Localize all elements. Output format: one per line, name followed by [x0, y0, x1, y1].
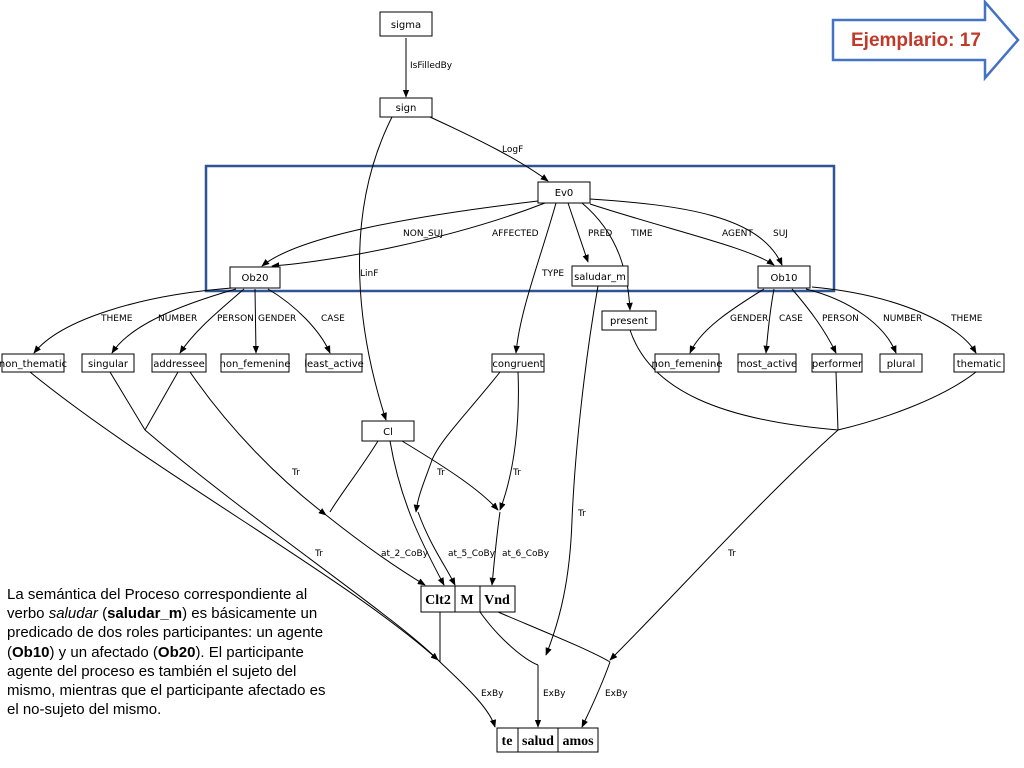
svg-text:sign: sign [396, 103, 417, 114]
caption-part: La semántica del Proceso correspondiente… [7, 586, 308, 623]
caption-verb: saludar [48, 605, 98, 623]
caption-agent: Ob10 [12, 643, 50, 661]
svg-text:least_active: least_active [304, 359, 364, 370]
morpheme-vnd: Vnd [484, 593, 510, 608]
svg-text:plural: plural [887, 359, 915, 370]
edge-label-tr: Tr [727, 549, 736, 559]
edge-label-affected: AFFECTED [492, 229, 539, 239]
edge-label-tr: Tr [512, 468, 521, 478]
caption-affected: Ob20 [157, 643, 196, 661]
svg-text:Ev0: Ev0 [555, 188, 574, 199]
svg-text:singular: singular [88, 359, 129, 370]
edge-label-theme-left: THEME [100, 314, 133, 324]
edge-label-tr: Tr [291, 468, 300, 478]
node-sigma: sigma [379, 11, 433, 37]
edge-label-theme-right: THEME [950, 314, 983, 324]
caption-text: La semántica del Proceso correspondiente… [7, 585, 332, 719]
edge-label-gender-right: GENDER [730, 314, 768, 324]
edge-label-pred: PRED [588, 229, 612, 239]
node-cl: Cl [361, 420, 415, 442]
edge-label-gender-left: GENDER [258, 314, 296, 324]
edge-label-at2: at_2_CoBy [381, 549, 429, 559]
caption-part: ) es básicamente un predicado de dos rol… [7, 605, 324, 661]
node-non-femenine: non_femenine [220, 353, 291, 373]
edge-label-number-left: NUMBER [158, 314, 197, 324]
right-arrow-icon [831, 0, 1020, 82]
edge-label-number-right: NUMBER [883, 314, 922, 324]
node-least-active: least_active [304, 353, 364, 373]
svg-text:saludar_m: saludar_m [574, 272, 626, 283]
node-singular: singular [81, 353, 135, 373]
slide-title: Ejemplario: 17 [851, 30, 981, 51]
edge-label-tr: Tr [314, 549, 323, 559]
edge-label-time: TIME [630, 229, 653, 239]
node-performer: performer [811, 353, 863, 373]
edge-label-person-left: PERSON [217, 314, 254, 324]
node-sign: sign [379, 97, 433, 118]
edge-label-type: TYPE [541, 269, 564, 279]
nodes: sigma sign Ev0 Ob20 saludar_m Ob10 prese… [0, 11, 1005, 753]
highlight-frame [204, 164, 836, 293]
edge-label-person-right: PERSON [822, 314, 859, 324]
node-most-active: most_active [737, 353, 797, 373]
caption-verb-id: saludar_m [107, 605, 183, 623]
edge-label-exby: ExBy [481, 689, 504, 699]
morpheme-m: M [460, 593, 473, 608]
edge-label-isfilledby: IsFilledBy [410, 61, 453, 71]
svg-text:most_active: most_active [737, 359, 797, 370]
node-ob20: Ob20 [229, 266, 281, 289]
svg-text:non_thematic: non_thematic [0, 359, 67, 370]
node-plural: plural [879, 353, 923, 373]
edge-label-case-right: CASE [779, 314, 803, 324]
edge-label-case-left: CASE [321, 314, 345, 324]
edge-label-non-suj: NON_SUJ [403, 229, 443, 239]
node-ev0: Ev0 [537, 181, 591, 204]
edge-label-tr: Tr [577, 509, 586, 519]
svg-text:sigma: sigma [391, 20, 421, 31]
node-thematic: thematic [953, 353, 1005, 373]
morpheme-clt2: Clt2 [425, 593, 451, 608]
edges [29, 38, 977, 728]
node-addressee: addressee [151, 353, 207, 373]
svg-text:Ob20: Ob20 [242, 273, 269, 284]
node-congruent: congruent [491, 353, 545, 373]
svg-text:addressee: addressee [153, 359, 205, 370]
word-amos: amos [562, 734, 594, 749]
word-salud: salud [522, 734, 554, 749]
edge-label-linf: LinF [360, 269, 378, 279]
edge-label-agent: AGENT [722, 229, 753, 239]
edge-label-exby: ExBy [543, 689, 566, 699]
svg-text:thematic: thematic [957, 359, 1001, 370]
svg-text:congruent: congruent [492, 359, 543, 370]
caption-part: ( [97, 605, 108, 623]
svg-text:Cl: Cl [383, 427, 393, 438]
node-non-femenine: non_femenine [652, 353, 723, 373]
morpheme-row: Clt2 M Vnd [420, 585, 516, 613]
edge-label-at5: at_5_CoBy [448, 549, 496, 559]
svg-text:present: present [610, 316, 648, 327]
svg-text:Ob10: Ob10 [771, 273, 798, 284]
word-te: te [502, 734, 513, 749]
edge-labels: IsFilledBy LogF LinF NON_SUJ AFFECTED PR… [100, 61, 983, 699]
edge-label-logf: LogF [502, 145, 523, 155]
edge-label-at6: at_6_CoBy [502, 549, 550, 559]
node-saludar-m: saludar_m [571, 265, 629, 287]
caption-part: ). El participante agente del proceso es… [7, 643, 326, 719]
caption-part: ) y un afectado ( [49, 643, 158, 661]
edge-label-suj: SUJ [773, 229, 788, 239]
svg-text:non_femenine: non_femenine [220, 359, 291, 370]
word-row: te salud amos [496, 727, 599, 753]
svg-text:performer: performer [812, 359, 863, 370]
edge-label-exby: ExBy [605, 689, 628, 699]
node-present: present [601, 310, 657, 331]
node-ob10: Ob10 [757, 265, 811, 289]
node-non-thematic: non_thematic [0, 353, 67, 373]
edge-label-tr: Tr [436, 468, 445, 478]
svg-text:non_femenine: non_femenine [652, 359, 723, 370]
